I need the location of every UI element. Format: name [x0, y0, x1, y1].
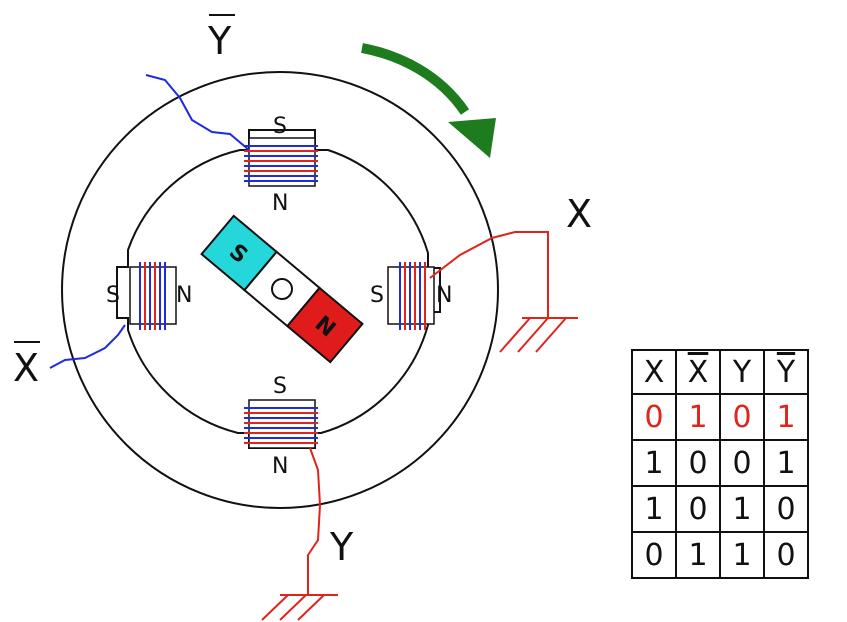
terminal-ybar-label: Y: [207, 19, 232, 63]
top-coil: [244, 145, 318, 182]
stator-outer-ring: [61, 71, 499, 509]
top-pole-inner-label: N: [272, 191, 288, 216]
table-cell: 1: [719, 485, 765, 533]
table-header-row: X X Y Y: [631, 349, 809, 395]
rotation-arrow-head: [448, 118, 496, 158]
header-y: Y: [719, 349, 765, 395]
table-row: 0 1 1 0: [631, 531, 809, 579]
table-cell: 0: [631, 531, 677, 579]
bottom-pole-inner-label: N: [272, 454, 288, 479]
table-cell: 0: [675, 485, 721, 533]
table-row: 1 0 1 0: [631, 485, 809, 533]
rotor-magnet: S N: [200, 214, 364, 364]
terminal-xbar: X: [13, 341, 40, 390]
bottom-coil: [244, 407, 318, 444]
rotation-arrow-icon: [361, 43, 470, 115]
left-coil: [139, 262, 166, 330]
table-cell: 1: [631, 439, 677, 487]
bottom-pole-outer-label: S: [273, 374, 287, 399]
table-row: 1 0 0 1: [631, 439, 809, 487]
x-lead-wire: [429, 231, 549, 318]
left-pole-outer-label: S: [106, 283, 120, 308]
table-row: 0 1 0 1: [631, 393, 809, 441]
table-cell: 1: [763, 439, 809, 487]
right-pole-inner-label: S: [370, 283, 384, 308]
y-lead-wire: [307, 447, 322, 595]
rotor-shaft: [271, 278, 293, 300]
table-cell: 0: [631, 393, 677, 441]
terminal-ybar: Y: [207, 14, 235, 63]
table-cell: 1: [763, 393, 809, 441]
x-ground-symbol: [499, 317, 578, 353]
terminal-xbar-label: X: [13, 346, 39, 390]
table-cell: 0: [719, 439, 765, 487]
header-xbar: X: [675, 349, 721, 395]
table-cell: 0: [763, 485, 809, 533]
left-pole-inner-label: N: [176, 283, 192, 308]
right-coil: [399, 262, 426, 330]
table-cell: 1: [719, 531, 765, 579]
y-ground-symbol: [261, 594, 338, 621]
left-pole: [129, 262, 177, 330]
table-cell: 1: [675, 531, 721, 579]
rotor-north-segment: [285, 286, 364, 364]
table-cell: 0: [675, 439, 721, 487]
table-cell: 1: [631, 485, 677, 533]
header-ybar: Y: [763, 349, 809, 395]
phase-sequence-table: X X Y Y 0 1 0 1 1 0 0 1 1 0 1 0 0 1 1 0: [631, 349, 809, 579]
terminal-y-label: Y: [329, 525, 354, 569]
bottom-pole: [244, 399, 318, 449]
top-pole-outer-label: S: [273, 114, 287, 139]
table-cell: 0: [763, 531, 809, 579]
xbar-lead-wire: [49, 324, 126, 369]
right-pole: [387, 262, 435, 330]
right-pole-outer-label: N: [436, 283, 452, 308]
terminal-x-label: X: [566, 192, 592, 236]
ybar-lead-wire: [145, 74, 250, 151]
table-cell: 1: [675, 393, 721, 441]
table-cell: 0: [719, 393, 765, 441]
header-x: X: [631, 349, 677, 395]
top-pole: [244, 137, 318, 187]
